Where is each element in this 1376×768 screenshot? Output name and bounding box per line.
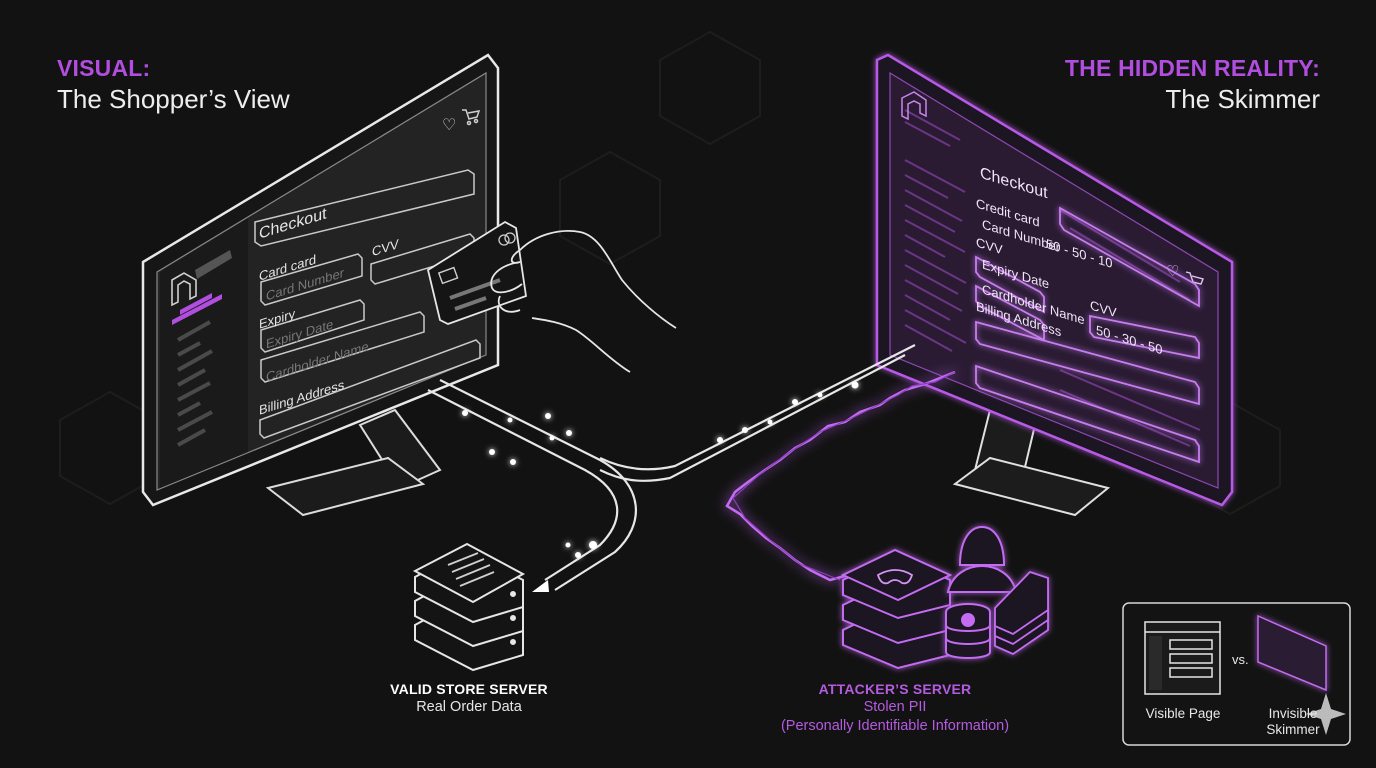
valid-server-description: Real Order Data [416,699,522,716]
legend-skimmer-icon [1257,614,1327,692]
attacker-server-caption: ATTACKER’S SERVER Stolen PII (Personally… [740,680,1050,736]
hand-with-credit-card [426,220,677,373]
stolen-cards-stack-icon [994,570,1049,656]
valid-server-heading: VALID STORE SERVER [390,681,548,697]
shopper-view-kicker: VISUAL: [57,55,151,81]
attacker-server-heading: ATTACKER’S SERVER [818,681,972,697]
shopper-top-input[interactable] [254,169,475,247]
attacker-server-description: Stolen PII [863,699,927,716]
legend-visible-page-icon [1144,621,1221,695]
billing-address-input[interactable] [259,339,481,439]
skimmer-monitor-base [952,456,1111,517]
skimmer-code-overlay [904,109,1201,447]
shopper-monitor-base [265,456,426,517]
credit-card-icon [426,220,527,325]
valid-store-server-icon [412,542,526,672]
hacker-figure-icon [946,525,1018,593]
shopper-view-heading: VISUAL: The Shopper’s View [57,55,290,115]
legend-vs: vs. [1232,652,1249,667]
attacker-server-detail: (Personally Identifiable Information) [780,718,1010,735]
card-number-input[interactable] [260,253,363,306]
skimmer-sidebar-logo-icon [901,91,927,121]
wishlist-heart-icon[interactable]: ♡ [442,117,456,134]
skimmer-monitor: ♡ Checkout Credit card Card Number 50 - … [875,53,1234,517]
skimmer-exfiltration-path [725,370,956,582]
legend-invisible-label: Invisible Skimmer [1266,706,1320,738]
valid-path-arrowhead [532,580,549,592]
skimmer-cvv-field [1089,314,1200,360]
sidebar-active-item [172,294,222,325]
sidebar-active-item [180,293,212,315]
skimmer-title: The Skimmer [1165,84,1320,115]
valid-data-path [427,344,916,591]
data-packets [462,381,859,558]
skimmer-kicker: THE HIDDEN REALITY: [1064,55,1320,81]
cardholder-name-input[interactable] [260,311,425,383]
legend-panel: vs. [1122,602,1351,746]
skimmer-screen [889,71,1219,489]
shopper-sidebar [160,218,248,488]
database-skull-icon [945,603,991,659]
expiry-date-input[interactable] [260,299,365,353]
skimmer-heading: THE HIDDEN REALITY: The Skimmer [1065,55,1320,115]
sidebar-placeholder-bar [195,250,232,279]
hand-outline [490,230,677,373]
attacker-server-icon [840,548,953,670]
skimmer-extra-field [975,364,1200,464]
brand-logo-icon [171,272,197,307]
cart-icon[interactable] [462,109,481,126]
sidebar-menu-lines [177,320,213,447]
shopper-monitor: ♡ Checkout Card card Card Number CVV Exp… [141,53,500,517]
valid-server-caption: VALID STORE SERVER Real Order Data [338,680,600,717]
shopper-view-title: The Shopper’s View [57,84,290,115]
mask-icon [876,569,914,585]
sparkle-icon [1306,693,1346,735]
skimmer-card-number-field [1059,206,1200,308]
skimmer-billing-field [975,320,1200,406]
legend-visible-label: Visible Page [1145,706,1221,721]
skimmer-cart-icon [1185,271,1204,285]
skimmer-expiry-field [975,255,1045,314]
